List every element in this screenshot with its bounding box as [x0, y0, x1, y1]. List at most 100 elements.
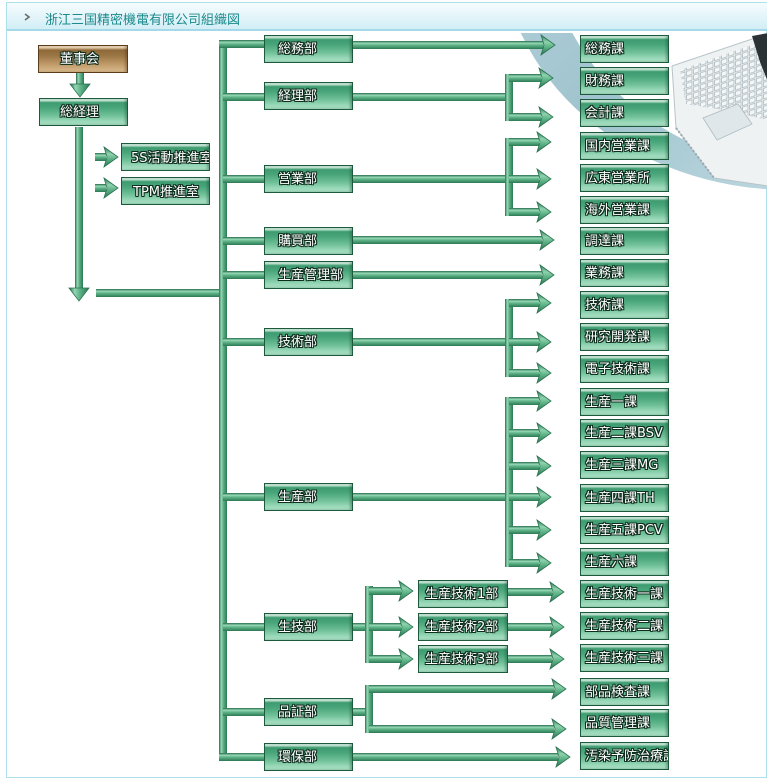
- section-box: 海外営業課: [580, 196, 669, 224]
- dept-box-seigi: 生技部: [264, 613, 353, 641]
- section-box: 国内営業課: [580, 132, 669, 160]
- connector-line: [219, 40, 264, 48]
- dept-box-keiri: 経理部: [264, 82, 353, 110]
- arrow-right-icon: [398, 579, 414, 603]
- section-box: 生産技術一課: [580, 580, 669, 608]
- connector-line: [508, 623, 552, 631]
- connector-line: [509, 429, 539, 437]
- connector-line: [223, 237, 264, 245]
- connector-line: [219, 753, 264, 761]
- arrow-right-icon: [536, 167, 552, 191]
- section-box: 財務課: [580, 67, 669, 95]
- connector-line: [219, 40, 227, 761]
- connector-line: [223, 708, 264, 716]
- dept-box-somu: 総務部: [264, 35, 353, 63]
- connector-line: [505, 397, 513, 567]
- connector-line: [508, 588, 552, 596]
- section-box: 生産技術二課: [580, 612, 669, 640]
- arrow-right-icon: [549, 615, 565, 639]
- connector-line: [509, 526, 539, 534]
- connector-line: [223, 271, 264, 279]
- connector-line: [369, 725, 554, 733]
- section-box: 広東営業所: [580, 164, 669, 192]
- staff-office-5s: 5S活動推進室: [121, 143, 210, 171]
- arrow-right-icon: [536, 421, 552, 445]
- staff-office-tpm: TPM推進室: [121, 177, 210, 205]
- laptop-screen-edge: [752, 33, 767, 80]
- connector-line: [509, 369, 539, 377]
- connector-line: [509, 338, 539, 346]
- section-box: 汚染予防治療課: [580, 742, 669, 770]
- section-box: 品質管理課: [580, 709, 669, 737]
- subdept-box-1: 生産技術1部: [418, 580, 508, 608]
- arrow-right-icon: [536, 200, 552, 224]
- connector-line: [369, 685, 554, 693]
- connector-line: [353, 338, 509, 346]
- connector-line: [509, 113, 541, 121]
- connector-line: [223, 338, 264, 346]
- page-header: 浙江三国精密機電有限公司組織図: [7, 3, 767, 31]
- connector-line: [505, 74, 513, 121]
- connector-line: [76, 73, 84, 84]
- arrow-right-icon: [549, 580, 565, 604]
- dept-box-gijutsu: 技術部: [264, 328, 353, 356]
- section-box: 生産一課: [580, 388, 669, 416]
- arrow-right-icon: [536, 361, 552, 385]
- arrow-right-icon: [536, 130, 552, 154]
- arrow-right-icon: [536, 389, 552, 413]
- connector-line: [223, 93, 264, 101]
- connector-line: [369, 623, 401, 631]
- subdept-box-2: 生産技術2部: [418, 613, 508, 641]
- connector-line: [353, 623, 369, 631]
- connector-line: [509, 559, 539, 567]
- connector-line: [95, 153, 106, 161]
- arrow-down-icon: [69, 83, 91, 98]
- connector-line: [95, 184, 106, 192]
- connector-line: [509, 462, 539, 470]
- connector-line: [353, 493, 509, 501]
- arrow-right-icon: [536, 291, 552, 315]
- connector-line: [508, 655, 552, 663]
- arrow-right-icon: [103, 145, 119, 169]
- section-box: 生産三課MG: [580, 451, 669, 479]
- connector-line: [96, 289, 224, 297]
- connector-line: [509, 138, 539, 146]
- connector-line: [353, 708, 369, 716]
- arrow-right-icon: [555, 745, 571, 769]
- arrow-right-icon: [549, 647, 565, 671]
- connector-line: [223, 623, 264, 631]
- connector-line: [509, 299, 539, 307]
- connector-line: [353, 93, 509, 101]
- connector-line: [509, 175, 539, 183]
- connector-line: [509, 208, 539, 216]
- connector-line: [75, 127, 83, 289]
- arrow-right-icon: [398, 615, 414, 639]
- arrow-right-icon: [536, 330, 552, 354]
- arrow-down-icon: [68, 287, 90, 302]
- connector-line: [223, 493, 264, 501]
- arrow-right-icon: [538, 66, 554, 90]
- connector-line: [509, 74, 541, 82]
- connector-line: [509, 397, 539, 405]
- section-box: 生産六課: [580, 548, 669, 576]
- connector-line: [509, 493, 539, 501]
- section-box: 部品検査課: [580, 678, 669, 706]
- section-box: 業務課: [580, 259, 669, 287]
- arrow-right-icon: [551, 717, 567, 741]
- connector-line: [365, 685, 373, 733]
- arrow-right-icon: [540, 33, 556, 57]
- connector-line: [353, 236, 542, 244]
- section-box: 生産五課PCV: [580, 516, 669, 544]
- connector-line: [369, 587, 401, 595]
- connector-line: [223, 175, 264, 183]
- arrow-right-icon: [536, 551, 552, 575]
- section-box: 生産二課BSV: [580, 419, 669, 447]
- arrow-right-icon: [551, 677, 567, 701]
- laptop-keyboard: [680, 45, 767, 120]
- dept-box-seisan: 生産部: [264, 483, 353, 511]
- arrow-right-icon: [539, 263, 555, 287]
- arrow-right-icon: [536, 518, 552, 542]
- section-box: 調達課: [580, 227, 669, 255]
- connector-line: [353, 41, 543, 49]
